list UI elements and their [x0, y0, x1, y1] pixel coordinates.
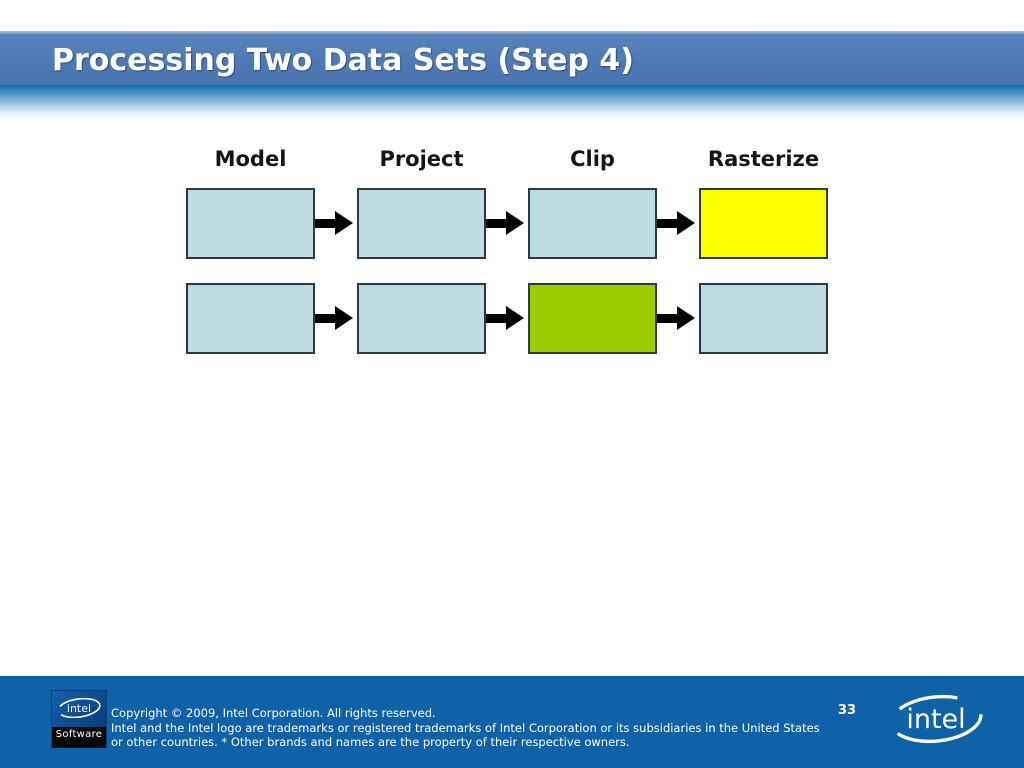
- column-label-project: Project: [379, 147, 464, 171]
- column-label-model: Model: [214, 147, 287, 171]
- copyright-line-1: Copyright © 2009, Intel Corporation. All…: [111, 706, 436, 720]
- pipeline-node-row1-project[interactable]: [357, 283, 486, 354]
- pipeline-node-row0-rasterize[interactable]: [699, 188, 828, 259]
- arrow-icon-row1-model-to-project: [315, 306, 353, 330]
- badge-software-label: Software: [55, 729, 103, 740]
- arrow-icon-row0-model-to-project: [315, 211, 353, 235]
- slide-footer: [0, 676, 1024, 768]
- arrow-icon-row0-clip-to-rasterize: [657, 211, 695, 235]
- pipeline-node-row1-rasterize[interactable]: [699, 283, 828, 354]
- arrow-icon-row1-project-to-clip: [486, 306, 524, 330]
- copyright-line-3: or other countries. * Other brands and n…: [111, 735, 630, 749]
- column-label-clip: Clip: [570, 147, 615, 171]
- badge-top-panel: [52, 691, 106, 727]
- pipeline-node-row1-model[interactable]: [186, 283, 315, 354]
- pipeline-node-row0-model[interactable]: [186, 188, 315, 259]
- intel-software-badge-icon: intel Software: [51, 690, 107, 748]
- svg-text:intel: intel: [906, 704, 965, 735]
- header-top-edge: [0, 31, 1024, 34]
- copyright-line-2: Intel and the Intel logo are trademarks …: [111, 720, 820, 735]
- badge-intel-swirl-icon: intel: [52, 697, 106, 722]
- pipeline-node-row0-project[interactable]: [357, 188, 486, 259]
- pipeline-node-row0-clip[interactable]: [528, 188, 657, 259]
- header-top-margin: [0, 0, 1024, 31]
- intel-logo-icon: intel: [884, 690, 988, 748]
- svg-text:intel: intel: [67, 702, 91, 715]
- arrow-icon-row0-project-to-clip: [486, 211, 524, 235]
- column-label-rasterize: Rasterize: [707, 147, 820, 171]
- header-band: [0, 34, 1024, 85]
- badge-bottom-panel: [52, 727, 106, 748]
- footer-top-edge: [0, 676, 1024, 678]
- copyright-block: Copyright © 2009, Intel Corporation. All…: [111, 706, 871, 750]
- arrow-icon-row1-clip-to-rasterize: [657, 306, 695, 330]
- header-gradient-fade: [0, 85, 1024, 118]
- pipeline-node-row1-clip[interactable]: [528, 283, 657, 354]
- page-number: 33: [838, 703, 857, 718]
- page-title: Processing Two Data Sets (Step 4): [52, 43, 635, 78]
- slide-header: Processing Two Data Sets (Step 4): [0, 0, 1024, 118]
